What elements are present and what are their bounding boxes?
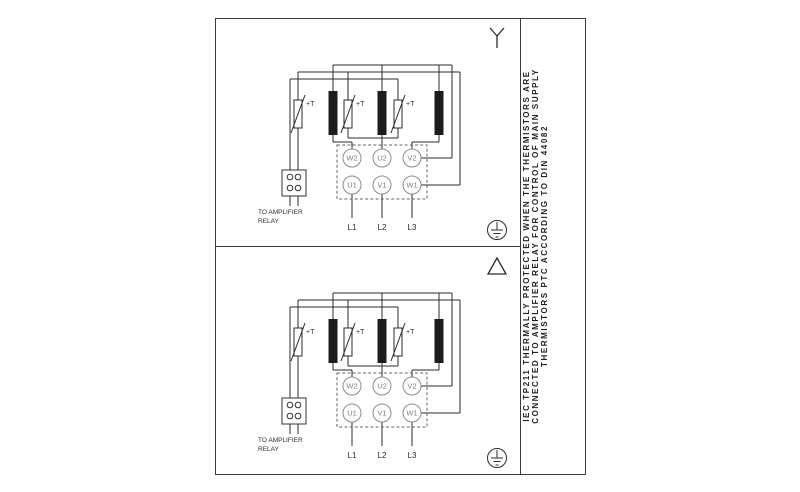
terminal-w2 — [342, 148, 362, 168]
relay-label-line1: TO AMPLIFIER — [258, 209, 303, 216]
earth-symbol-icon — [487, 220, 507, 240]
terminal-w1 — [402, 175, 422, 195]
terminal-w2 — [342, 376, 362, 396]
relay-terminal-pin — [286, 173, 294, 181]
amplifier-relay-terminal: TO AMPLIFIER RELAY — [258, 397, 307, 453]
relay-terminal-pin — [294, 412, 302, 420]
terminal-label: U2 — [377, 154, 387, 163]
terminal-u2 — [372, 376, 392, 396]
note-line-3: THERMISTORS PTC ACCORDING TO DIN 44082 — [540, 125, 549, 367]
terminal-u2 — [372, 148, 392, 168]
supply-line-l1: L1 — [348, 223, 357, 232]
terminal-block-outline — [336, 144, 428, 200]
earth-symbol-icon — [487, 448, 507, 468]
diagram-frame — [215, 18, 586, 475]
wiring-lines — [289, 64, 461, 218]
supply-line-l3: L3 — [408, 223, 417, 232]
terminal-label: V2 — [407, 154, 416, 163]
winding-symbol — [434, 319, 444, 363]
winding-symbol — [328, 319, 338, 363]
supply-line-l2: L2 — [378, 223, 387, 232]
motor-winding-symbols — [328, 319, 444, 363]
terminal-u1 — [342, 175, 362, 195]
terminal-block: W2 U2 V2 U1 V1 W1 — [336, 372, 428, 428]
terminal-label: V1 — [377, 409, 386, 418]
terminal-v2 — [402, 148, 422, 168]
star-connection-diagram: +T +T +T W2 U2 V2 U1 V1 W1 — [258, 27, 507, 240]
relay-box — [281, 397, 307, 425]
terminal-label: U2 — [377, 382, 387, 391]
thermistor-symbols — [290, 94, 406, 134]
supply-line-l2: L2 — [378, 451, 387, 460]
wiring-lines — [289, 292, 461, 446]
relay-terminal-pin — [294, 184, 302, 192]
note-line-2: CONNECTED TO AMPLIFIER RELAY FOR CONTROL… — [531, 68, 540, 424]
thermistor-label: +T — [356, 329, 365, 336]
supply-line-labels: L1 L2 L3 — [348, 223, 417, 232]
thermistor-label: +T — [356, 101, 365, 108]
terminal-label: V2 — [407, 382, 416, 391]
delta-symbol-icon — [486, 256, 508, 275]
thermistor-label: +T — [406, 329, 415, 336]
terminal-block-outline — [336, 372, 428, 428]
relay-box — [281, 169, 307, 197]
thermistor-label: +T — [406, 101, 415, 108]
terminal-label: W2 — [346, 154, 357, 163]
terminal-v1 — [372, 175, 392, 195]
thermistor-label: +T — [306, 101, 315, 108]
terminal-v2 — [402, 376, 422, 396]
terminal-label: U1 — [347, 181, 357, 190]
delta-connection-diagram: +T +T +T W2 U2 V2 U1 V1 W1 — [258, 256, 508, 468]
terminal-v1 — [372, 403, 392, 423]
terminal-label: W1 — [406, 409, 417, 418]
terminal-block: W2 U2 V2 U1 V1 W1 — [336, 144, 428, 200]
relay-label-line2: RELAY — [258, 218, 279, 225]
supply-line-l1: L1 — [348, 451, 357, 460]
winding-symbol — [377, 91, 387, 135]
winding-symbol — [434, 91, 444, 135]
relay-terminal-pin — [294, 173, 302, 181]
relay-terminal-pin — [294, 401, 302, 409]
terminal-label: W1 — [406, 181, 417, 190]
thermistor-label: +T — [306, 329, 315, 336]
relay-terminal-pin — [286, 401, 294, 409]
thermistor-symbols — [290, 322, 406, 362]
winding-symbol — [377, 319, 387, 363]
winding-symbol — [328, 91, 338, 135]
star-symbol-icon — [489, 27, 505, 48]
terminal-u1 — [342, 403, 362, 423]
terminal-label: U1 — [347, 409, 357, 418]
supply-line-labels: L1 L2 L3 — [348, 451, 417, 460]
supply-line-l3: L3 — [408, 451, 417, 460]
terminal-w1 — [402, 403, 422, 423]
relay-terminal-pin — [286, 412, 294, 420]
terminal-label: V1 — [377, 181, 386, 190]
motor-winding-symbols — [328, 91, 444, 135]
terminal-label: W2 — [346, 382, 357, 391]
relay-terminal-pin — [286, 184, 294, 192]
note-line-1: IEC TP211 THERMALLY PROTECTED WHEN THE T… — [522, 70, 531, 421]
relay-label-line2: RELAY — [258, 446, 279, 453]
note-column: IEC TP211 THERMALLY PROTECTED WHEN THE T… — [522, 68, 549, 424]
relay-label-line1: TO AMPLIFIER — [258, 437, 303, 444]
amplifier-relay-terminal: TO AMPLIFIER RELAY — [258, 169, 307, 225]
